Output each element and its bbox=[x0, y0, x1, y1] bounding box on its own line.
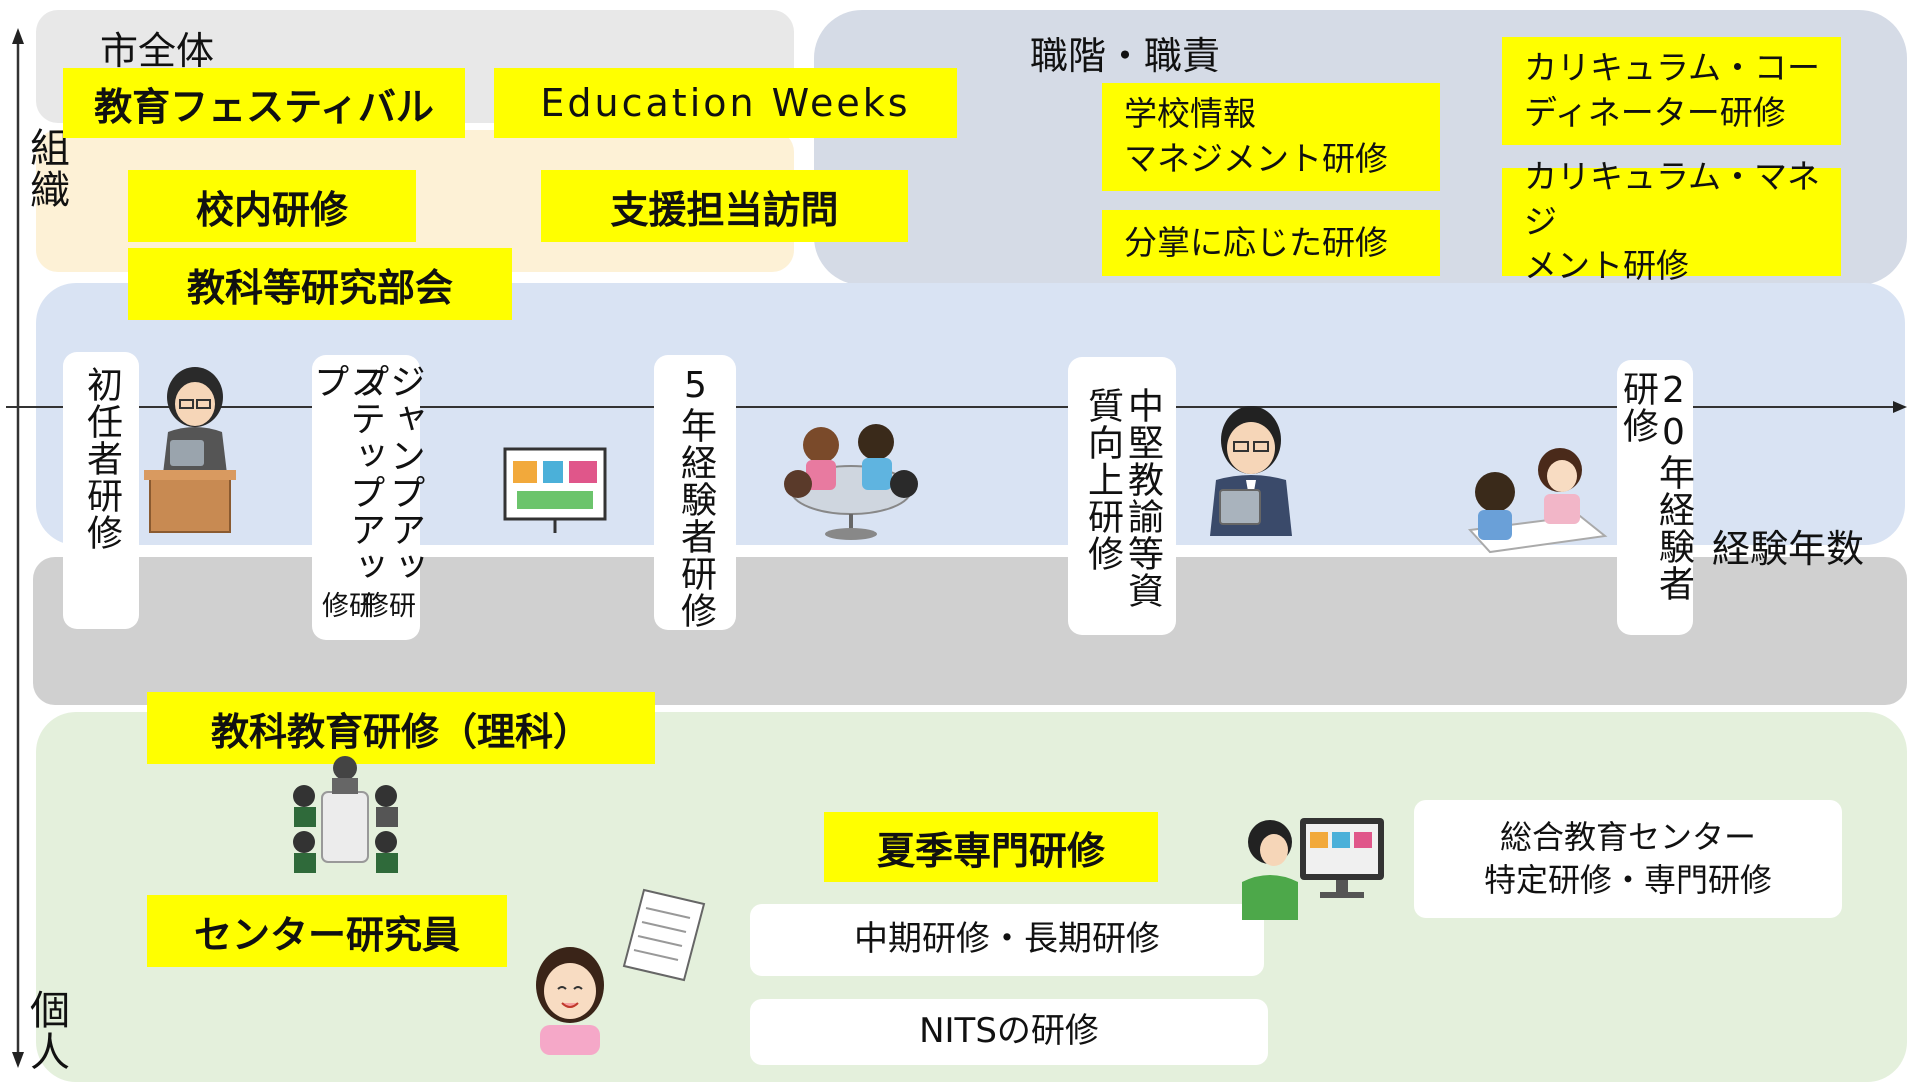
education-weeks-box: Education Weeks bbox=[494, 68, 957, 138]
career-stage-jumpup: ジャンプアップ 研修 bbox=[348, 363, 425, 640]
meeting-table-illustration bbox=[784, 424, 918, 540]
duty-training-box: 分掌に応じた研修 bbox=[1102, 210, 1440, 276]
career-stage-shoninsha: 初任者研修 bbox=[63, 352, 139, 629]
career-stage-suffix: 研修 bbox=[317, 590, 375, 619]
center-specific-training-box: 総合教育センター 特定研修・専門研修 bbox=[1414, 800, 1842, 918]
career-stage-label: 初任者研修 bbox=[81, 366, 122, 551]
city-title: 市全体 bbox=[100, 29, 215, 73]
career-stage-label: ステップアップ bbox=[308, 363, 385, 585]
subject-research-box: 教科等研究部会 bbox=[128, 248, 512, 320]
curriculum-coordinator-box: カリキュラム・コー ディネーター研修 bbox=[1502, 37, 1841, 145]
mid-long-term-training-box: 中期研修・長期研修 bbox=[750, 904, 1264, 976]
subject-education-science-box: 教科教育研修（理科） bbox=[147, 692, 655, 764]
career-stage-label: 中堅教諭等資 bbox=[1122, 387, 1163, 609]
document-illustration bbox=[622, 888, 706, 982]
career-stage-label: 5年経験者研修 bbox=[675, 365, 716, 629]
man-at-computer-illustration bbox=[1242, 818, 1384, 920]
career-stage-suffix: 研修 bbox=[357, 590, 415, 619]
presentation-screen-illustration bbox=[503, 447, 607, 533]
role-title: 職階・職責 bbox=[1030, 34, 1221, 78]
support-visit-box: 支援担当訪問 bbox=[541, 170, 908, 242]
career-stage-label: ジャンプアップ bbox=[348, 363, 425, 585]
career-stage-label: 20年経験者研修 bbox=[1617, 370, 1694, 602]
smiling-woman-illustration bbox=[536, 947, 604, 1055]
consultation-illustration bbox=[1467, 448, 1608, 554]
axis-label-experience-years: 経験年数 bbox=[1712, 527, 1865, 571]
axis-label-organization: 組織 bbox=[30, 126, 70, 214]
career-stage-20year: 20年経験者研修 bbox=[1617, 360, 1694, 635]
group-discussion-illustration bbox=[293, 756, 398, 873]
center-researcher-box: センター研究員 bbox=[147, 895, 507, 967]
education-festival-box: 教育フェスティバル bbox=[63, 68, 465, 138]
school-info-management-box: 学校情報 マネジメント研修 bbox=[1102, 83, 1440, 191]
career-stage-label: 質向上研修 bbox=[1082, 387, 1123, 572]
curriculum-management-box: カリキュラム・マネジ メント研修 bbox=[1502, 157, 1841, 285]
career-stage-5year: 5年経験者研修 bbox=[654, 355, 736, 630]
man-with-tablet-illustration bbox=[1210, 406, 1292, 536]
axis-label-individual: 個人 bbox=[30, 988, 70, 1076]
career-stage-jumpup-stepup: ジャンプアップ 研修 ステップアップ 研修 bbox=[308, 355, 425, 640]
career-stage-chuken: 中堅教諭等資 質向上研修 bbox=[1068, 357, 1176, 635]
summer-specialist-box: 夏季専門研修 bbox=[824, 812, 1158, 882]
career-stage-stepup: ステップアップ 研修 bbox=[308, 363, 385, 640]
teacher-podium-illustration bbox=[144, 367, 236, 533]
school-training-box: 校内研修 bbox=[128, 170, 416, 242]
nits-training-box: NITSの研修 bbox=[750, 999, 1268, 1065]
